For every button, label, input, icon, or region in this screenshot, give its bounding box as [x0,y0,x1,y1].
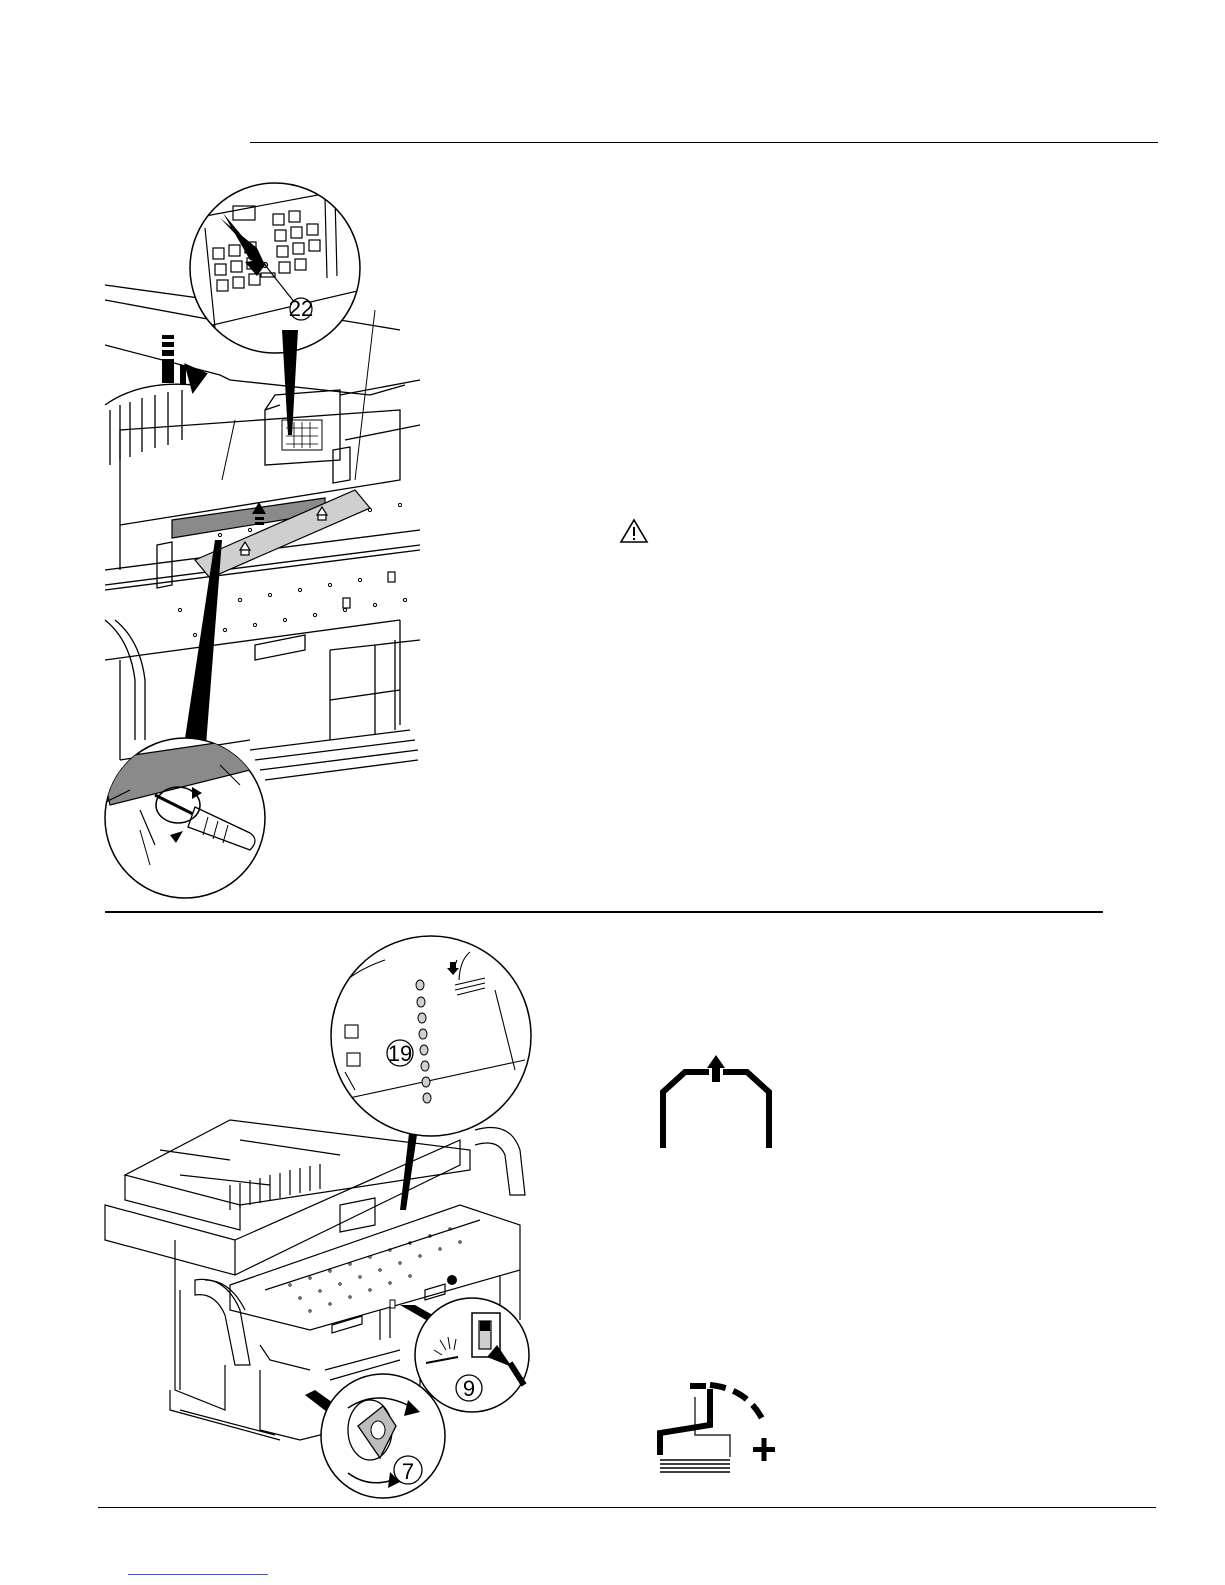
keyboard-zoom-callout: 22 [175,178,375,378]
callout-9: 9 [463,1376,475,1401]
footer-link-underline [128,1574,268,1575]
callout-7: 7 [402,1459,414,1484]
zoom-pointer-upper [280,330,320,440]
footer-rule [98,1507,1156,1508]
callout-22: 22 [289,296,313,321]
callout-19: 19 [388,1041,412,1066]
clamp-raise-icon [655,1050,780,1150]
handwheel-zoom-callout: 7 [318,1368,448,1503]
cut-advance-icon [655,1375,780,1475]
screwdriver-zoom-callout [100,735,275,905]
top-rule [250,142,1158,143]
middle-rule [105,911,1103,913]
zoom-pointer-lower [170,540,230,750]
lamp-panel-zoom-callout: 19 [325,930,535,1140]
warning-icon [619,518,649,544]
